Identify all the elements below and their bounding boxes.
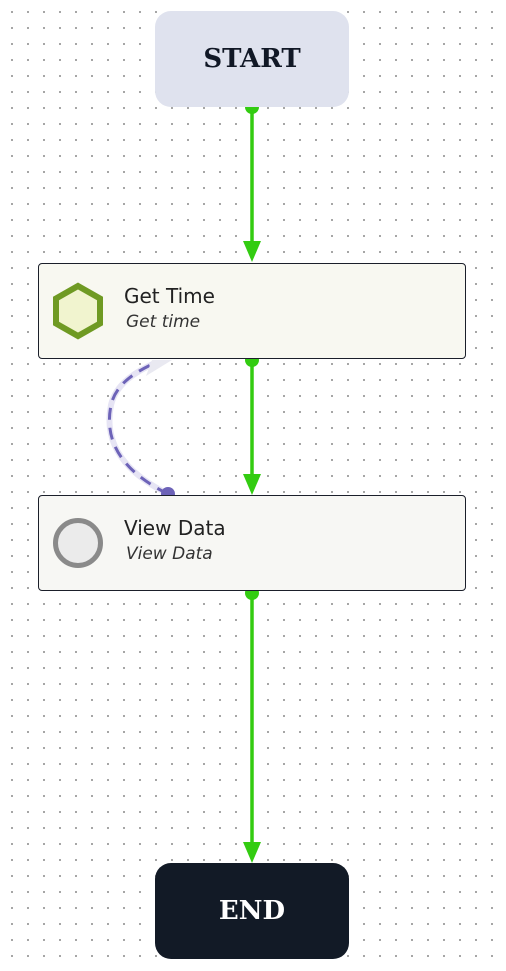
circle-icon [52, 514, 104, 572]
data-edge-get-time-to-view-data[interactable] [106, 360, 175, 501]
node-subtitle: View Data [126, 543, 213, 564]
start-node[interactable]: START [155, 11, 349, 107]
hexagon-icon [52, 282, 104, 340]
node-subtitle: Get time [126, 311, 201, 332]
end-node-label: END [218, 896, 286, 926]
edge-start-to-get-time[interactable] [243, 100, 261, 262]
get-time-node[interactable]: Get Time Get time [38, 263, 466, 359]
start-node-label: START [203, 44, 301, 74]
end-node[interactable]: END [155, 863, 349, 959]
edge-view-data-to-end[interactable] [243, 586, 261, 863]
view-data-node[interactable]: View Data View Data [38, 495, 466, 591]
node-title: Get Time [124, 283, 215, 308]
edge-get-time-to-view-data[interactable] [243, 353, 261, 495]
node-title: View Data [124, 515, 226, 540]
